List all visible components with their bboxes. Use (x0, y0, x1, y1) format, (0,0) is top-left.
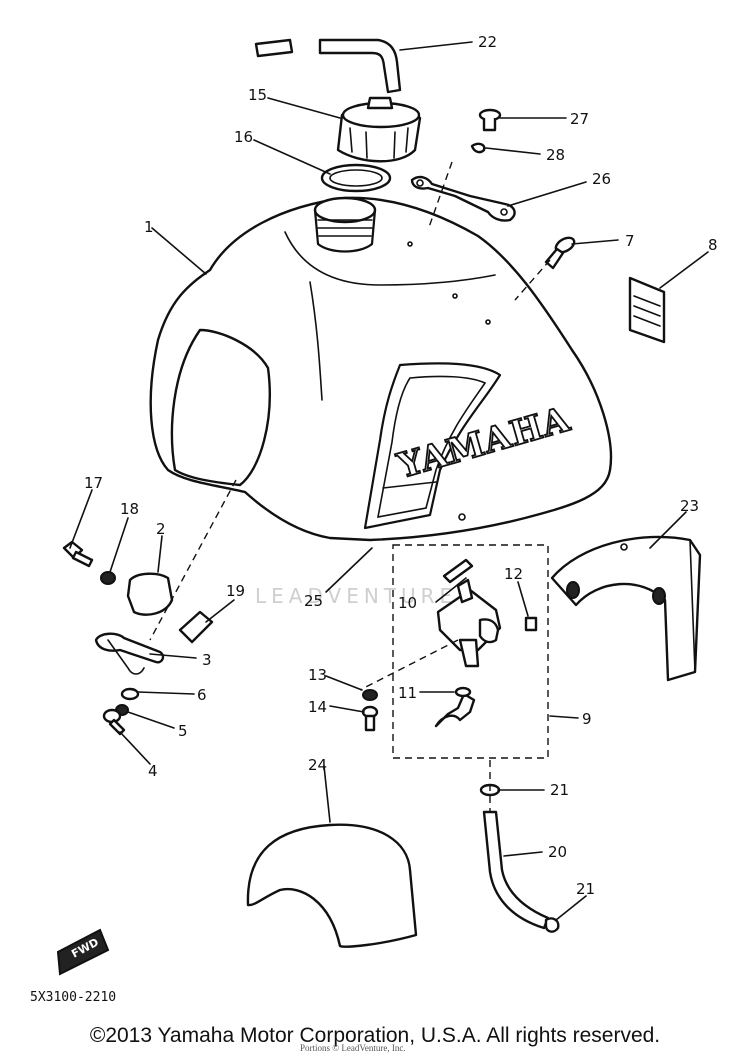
callout-8: 8 (708, 236, 718, 254)
tank-cover-24[interactable] (246, 823, 418, 948)
callout-19: 19 (226, 582, 245, 600)
washer-13[interactable] (362, 689, 378, 701)
callout-7: 7 (625, 232, 635, 250)
copyright-notice: ©2013 Yamaha Motor Corporation, U.S.A. A… (89, 1024, 661, 1047)
tank-cover-23[interactable] (550, 535, 702, 682)
screw-14[interactable] (361, 705, 379, 732)
callout-14: 14 (308, 698, 327, 716)
collar-18[interactable] (100, 571, 116, 585)
callout-28: 28 (546, 146, 565, 164)
fuel-cap[interactable] (336, 96, 422, 163)
diagram-code: 5X3100-2210 (30, 990, 116, 1005)
watermark-text: LEADVENTURE (255, 584, 457, 608)
callout-27: 27 (570, 110, 589, 128)
damper-2[interactable] (126, 572, 174, 616)
bolt-7[interactable] (544, 235, 577, 270)
callout-4: 4 (148, 762, 158, 780)
callout-25: 25 (304, 592, 323, 610)
callout-3: 3 (202, 651, 212, 669)
breather-hose[interactable] (254, 38, 402, 94)
callout-20: 20 (548, 843, 567, 861)
callout-11: 11 (398, 684, 417, 702)
callout-22: 22 (478, 33, 497, 51)
callout-15: 15 (248, 86, 267, 104)
o-ring-11[interactable] (454, 686, 472, 698)
washer-28[interactable] (470, 142, 486, 154)
callout-9: 9 (582, 710, 592, 728)
fuel-tank[interactable]: YAMAHA (149, 196, 613, 542)
callout-24: 24 (308, 756, 327, 774)
callout-10: 10 (398, 594, 417, 612)
fuel-cock-assembly[interactable] (392, 544, 549, 759)
callout-23: 23 (680, 497, 699, 515)
sub-copyright-notice: Portions © LeadVenture, Inc. (300, 1043, 406, 1053)
cap-gasket[interactable] (320, 163, 392, 193)
fuel-hose[interactable] (482, 810, 550, 930)
fwd-marker: FWD (56, 928, 110, 976)
callout-12: 12 (504, 565, 523, 583)
gasket-10[interactable] (442, 558, 474, 584)
clamp-3[interactable] (94, 632, 165, 675)
callout-6: 6 (197, 686, 207, 704)
callout-16: 16 (234, 128, 253, 146)
bolt-17[interactable] (62, 540, 94, 568)
callout-21-upper: 21 (550, 781, 569, 799)
callout-13: 13 (308, 666, 327, 684)
callout-18: 18 (120, 500, 139, 518)
callout-1: 1 (144, 218, 154, 236)
tank-bracket[interactable] (410, 175, 516, 222)
damper-19[interactable] (178, 610, 214, 644)
callout-5: 5 (178, 722, 188, 740)
callout-21-lower: 21 (576, 880, 595, 898)
leader-lines (69, 41, 709, 921)
bolt-27[interactable] (478, 108, 502, 132)
screw-4[interactable] (102, 708, 126, 736)
clip-8[interactable] (628, 276, 666, 344)
washer-6[interactable] (120, 687, 140, 701)
callout-17: 17 (84, 474, 103, 492)
screw-12[interactable] (524, 616, 538, 632)
hose-clip-21-lower[interactable] (544, 917, 560, 933)
callout-26: 26 (592, 170, 611, 188)
callout-2: 2 (156, 520, 166, 538)
callout-labels: 1 2 3 4 5 6 7 8 9 10 11 12 13 14 15 16 1… (84, 33, 718, 898)
